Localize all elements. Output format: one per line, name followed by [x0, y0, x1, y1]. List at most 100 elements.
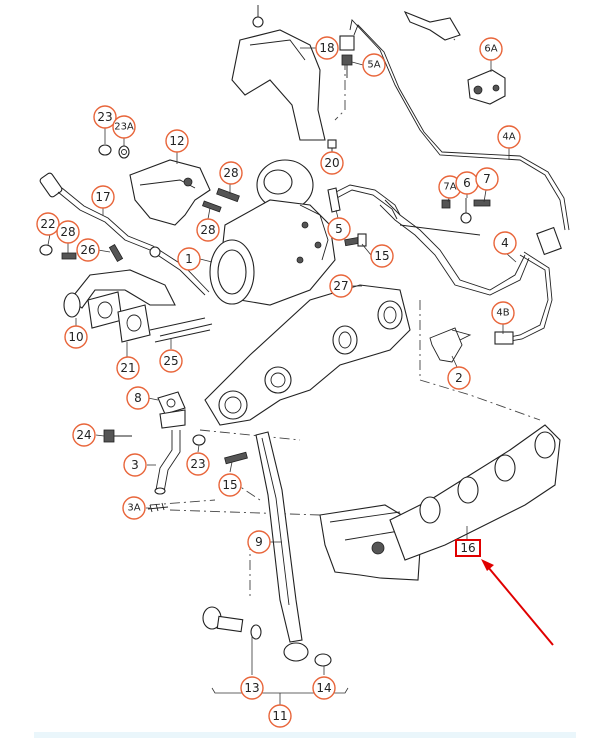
callout-2: 2 [447, 366, 471, 390]
callout-4b: 4B [491, 301, 515, 325]
callout-5: 5 [327, 217, 351, 241]
callout-6: 6 [455, 171, 479, 195]
pipe-3-part [154, 430, 181, 495]
bolt-15-top-part [344, 233, 367, 247]
washers-23-part [98, 144, 130, 159]
bracket-6a-part [467, 69, 506, 105]
support-rod-9-part [255, 431, 309, 662]
svg-text:4A: 4A [502, 132, 515, 143]
svg-text:15: 15 [222, 478, 237, 492]
callout-24: 24 [72, 423, 96, 447]
pipe-10-part [63, 269, 176, 318]
highlight-label: 16 [460, 541, 475, 555]
callout-13: 13 [240, 676, 264, 700]
arrow-head [481, 559, 494, 571]
svg-text:25: 25 [163, 354, 178, 368]
svg-text:14: 14 [316, 681, 331, 695]
svg-text:28: 28 [223, 166, 238, 180]
svg-text:1: 1 [185, 252, 193, 266]
clip-3a-part [147, 502, 169, 513]
svg-text:4: 4 [501, 236, 509, 250]
gasket-21-part [87, 291, 151, 343]
highlight-16: 16 [455, 539, 481, 557]
svg-text:3A: 3A [127, 503, 140, 514]
svg-text:6A: 6A [484, 44, 497, 55]
callout-9: 9 [247, 530, 271, 554]
callout-18: 18 [315, 36, 339, 60]
banjo-bolt-5a-part [341, 54, 353, 78]
footer-strip [34, 732, 576, 738]
callout-12: 12 [165, 129, 189, 153]
callout-15-bottom: 15 [218, 473, 242, 497]
svg-text:23: 23 [190, 457, 205, 471]
svg-text:4B: 4B [496, 308, 509, 319]
svg-text:22: 22 [40, 217, 55, 231]
callout-21: 21 [116, 356, 140, 380]
svg-text:10: 10 [68, 330, 83, 344]
svg-text:5: 5 [335, 222, 343, 236]
hose-5-part [327, 184, 401, 220]
heat-shield-part [231, 5, 326, 141]
fitting-7a-6-7-part [441, 198, 491, 224]
callout-20: 20 [320, 151, 344, 175]
callout-22: 22 [36, 212, 60, 236]
svg-text:13: 13 [244, 681, 259, 695]
callout-11: 11 [268, 704, 292, 728]
svg-text:26: 26 [80, 243, 95, 257]
callout-15-top: 15 [370, 244, 394, 268]
callout-3a: 3A [122, 496, 146, 520]
svg-text:3: 3 [131, 458, 139, 472]
bolt-24-part [103, 429, 132, 443]
leader-lines [47, 47, 517, 705]
svg-text:24: 24 [76, 428, 91, 442]
svg-text:11: 11 [272, 709, 287, 723]
svg-text:23: 23 [97, 110, 112, 124]
callout-3: 3 [123, 453, 147, 477]
washer-14-part [314, 653, 332, 667]
svg-text:21: 21 [120, 361, 135, 375]
callout-28-top: 28 [219, 161, 243, 185]
svg-text:12: 12 [169, 134, 184, 148]
highlight-box [455, 539, 481, 557]
manifold-gasket-part [389, 424, 561, 561]
red-arrow [481, 559, 554, 646]
gasket-8-part [157, 391, 186, 429]
callout-23a: 23A [112, 115, 136, 139]
svg-text:7: 7 [483, 172, 491, 186]
top-bracket-part [403, 10, 461, 41]
bolt-15-bottom-part [224, 451, 248, 465]
svg-text:9: 9 [255, 535, 263, 549]
callout-7: 7 [475, 167, 499, 191]
svg-text:5A: 5A [367, 60, 380, 71]
svg-text:27: 27 [333, 279, 348, 293]
bracket-12-part [129, 159, 211, 226]
callout-28-left: 28 [56, 220, 80, 244]
turbocharger-1-part [209, 159, 336, 306]
nut-23-bottom-part [192, 434, 206, 446]
svg-text:6: 6 [463, 176, 471, 190]
svg-text:28: 28 [200, 223, 215, 237]
svg-text:18: 18 [319, 41, 334, 55]
callout-8: 8 [126, 386, 150, 410]
callout-25: 25 [159, 349, 183, 373]
callout-14: 14 [312, 676, 336, 700]
exhaust-manifold-part [204, 284, 411, 426]
svg-text:7A: 7A [443, 182, 456, 193]
svg-text:2: 2 [455, 371, 463, 385]
callout-27: 27 [329, 274, 353, 298]
callout-6a: 6A [479, 37, 503, 61]
callout-26: 26 [76, 238, 100, 262]
callout-4a: 4A [497, 125, 521, 149]
callout-23-top: 23 [93, 105, 117, 129]
svg-text:23A: 23A [114, 122, 134, 133]
bolts-28-part [39, 187, 240, 262]
callout-23-bottom: 23 [186, 452, 210, 476]
bolt-13-part [202, 606, 262, 640]
callout-10: 10 [64, 325, 88, 349]
svg-text:17: 17 [95, 190, 110, 204]
svg-text:8: 8 [134, 391, 142, 405]
svg-text:15: 15 [374, 249, 389, 263]
svg-text:28: 28 [60, 225, 75, 239]
